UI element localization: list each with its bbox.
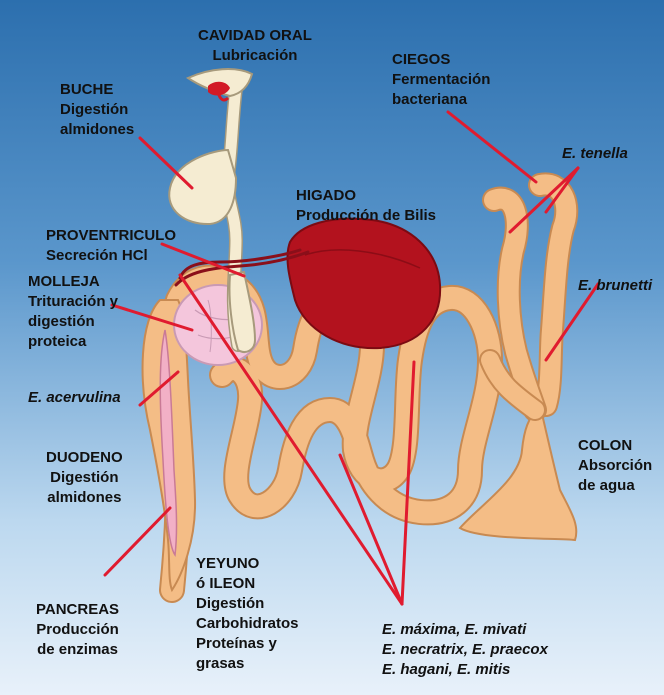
label-buche: BUCHE Digestión almidones [60, 80, 134, 140]
label-ciegos: CIEGOS Fermentación bacteriana [392, 50, 490, 110]
label-higado: HIGADO Producción de Bilis [296, 186, 436, 226]
pointer-ciegos [448, 112, 536, 182]
label-duodeno: DUODENO Digestión almidones [46, 448, 123, 508]
label-e-tenella: E. tenella [562, 144, 628, 164]
label-molleja: MOLLEJA Trituración y digestión proteica [28, 272, 118, 352]
label-cavidad-oral: CAVIDAD ORAL Lubricación [198, 26, 312, 66]
label-colon: COLON Absorción de agua [578, 436, 652, 496]
label-proventriculo: PROVENTRICULO Secreción HCl [46, 226, 176, 266]
oral-cavity [188, 69, 252, 100]
label-pancreas: PANCREAS Producción de enzimas [36, 600, 119, 660]
pointer-buche [140, 138, 192, 188]
label-eimeria-group: E. máxima, E. mivati E. necratrix, E. pr… [382, 620, 548, 680]
pointer-pancreas [105, 508, 170, 575]
label-e-acervulina: E. acervulina [28, 388, 121, 408]
label-e-brunetti: E. brunetti [578, 276, 652, 296]
label-yeyuno: YEYUNO ó ILEON Digestión Carbohidratos P… [196, 554, 299, 674]
